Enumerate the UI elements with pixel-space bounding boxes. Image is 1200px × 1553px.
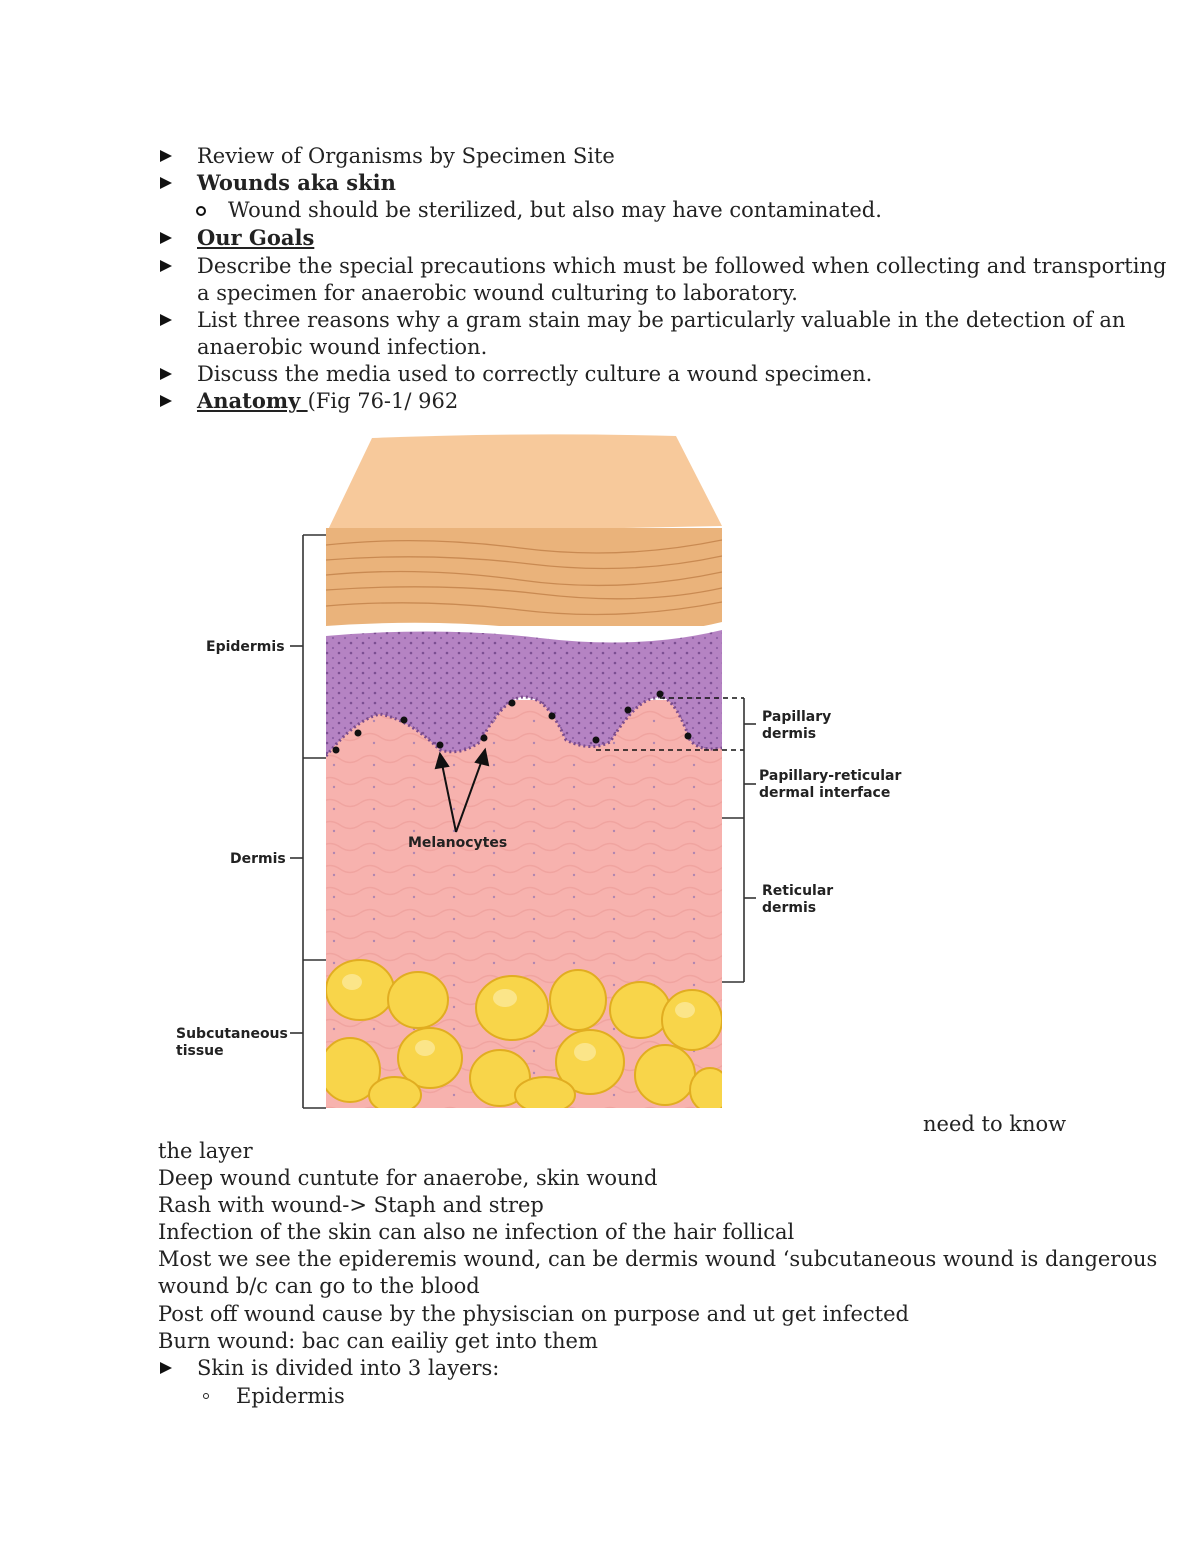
fat-cells — [326, 959, 722, 1108]
label-reticular-1: Reticular — [762, 883, 833, 899]
note-need-to-know: need to know — [923, 1112, 1067, 1136]
arrow-bullet-icon — [160, 368, 172, 380]
anatomy-label: Anatomy — [197, 388, 308, 413]
arrow-bullet-icon — [160, 314, 172, 326]
label-interface-1: Papillary-reticular — [759, 768, 901, 784]
right-bracket — [722, 698, 756, 983]
note-line: Rash with wound-> Staph and strep — [158, 1193, 544, 1217]
anatomy-figure-ref: (Fig 76-1/ 962 — [307, 389, 459, 413]
label-subcutaneous-2: tissue — [176, 1043, 224, 1059]
note-line: Most we see the epideremis wound, can be… — [158, 1247, 1158, 1271]
skin-surface — [326, 434, 722, 534]
note-line: Burn wound: bac can eailiy get into them — [158, 1329, 598, 1353]
label-reticular-2: dermis — [762, 900, 816, 916]
arrow-bullet-icon — [160, 177, 172, 189]
melanocyte-markers — [332, 690, 692, 754]
melanocyte-arrows — [434, 747, 490, 833]
label-papillary-2: dermis — [762, 726, 816, 742]
note-line: Post off wound cause by the physiscian o… — [158, 1302, 909, 1326]
arrow-bullet-icon — [160, 395, 172, 407]
arrow-bullet-icon — [160, 232, 172, 244]
label-dermis: Dermis — [230, 851, 286, 867]
left-bracket — [290, 534, 326, 1109]
label-melanocytes: Melanocytes — [408, 835, 507, 851]
label-papillary-1: Papillary — [762, 709, 831, 725]
arrow-bullet-icon — [160, 150, 172, 162]
arrow-bullet-icon — [160, 260, 172, 272]
label-epidermis: Epidermis — [206, 639, 285, 655]
note-line: the layer — [158, 1139, 253, 1163]
stratum-corneum-layer — [326, 528, 722, 626]
label-subcutaneous-1: Subcutaneous — [176, 1026, 288, 1042]
note-line: wound b/c can go to the blood — [158, 1274, 480, 1298]
arrow-bullet-icon — [160, 1362, 172, 1374]
note-line: Deep wound cuntute for anaerobe, skin wo… — [158, 1166, 658, 1190]
small-circle-bullet-icon — [203, 1393, 209, 1399]
note-line: Infection of the skin can also ne infect… — [158, 1220, 795, 1244]
label-interface-2: dermal interface — [759, 785, 890, 801]
stratum-lines — [326, 539, 722, 616]
circle-bullet-icon — [196, 206, 206, 216]
